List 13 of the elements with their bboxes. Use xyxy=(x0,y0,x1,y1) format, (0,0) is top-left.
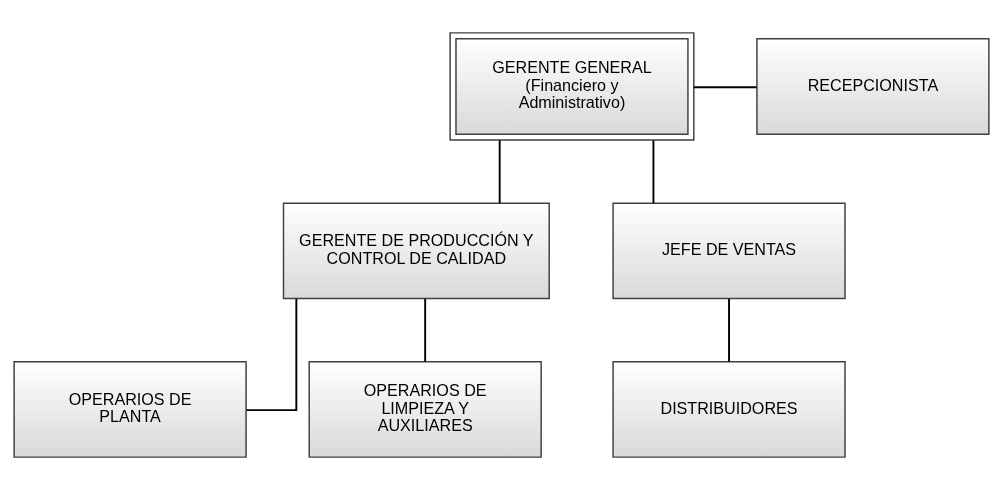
connector xyxy=(498,139,501,204)
node-box: RECEPCIONISTA xyxy=(756,38,990,135)
node-box: DISTRIBUIDORES xyxy=(612,360,846,458)
connector xyxy=(693,86,758,89)
node-box: OPERARIOS DE LIMPIEZA Y AUXILIARES xyxy=(308,360,542,458)
node-box: OPERARIOS DE PLANTA xyxy=(13,360,247,458)
connector xyxy=(245,297,298,412)
node-box: JEFE DE VENTAS xyxy=(612,202,846,300)
connector xyxy=(652,139,655,204)
node-box: GERENTE GENERAL (Financiero y Administrativo) xyxy=(449,32,695,141)
connector xyxy=(424,297,427,363)
connector xyxy=(728,297,730,363)
node-box: GERENTE DE PRODUCCIÓN Y CONTROL DE CALIDAD xyxy=(282,202,550,300)
